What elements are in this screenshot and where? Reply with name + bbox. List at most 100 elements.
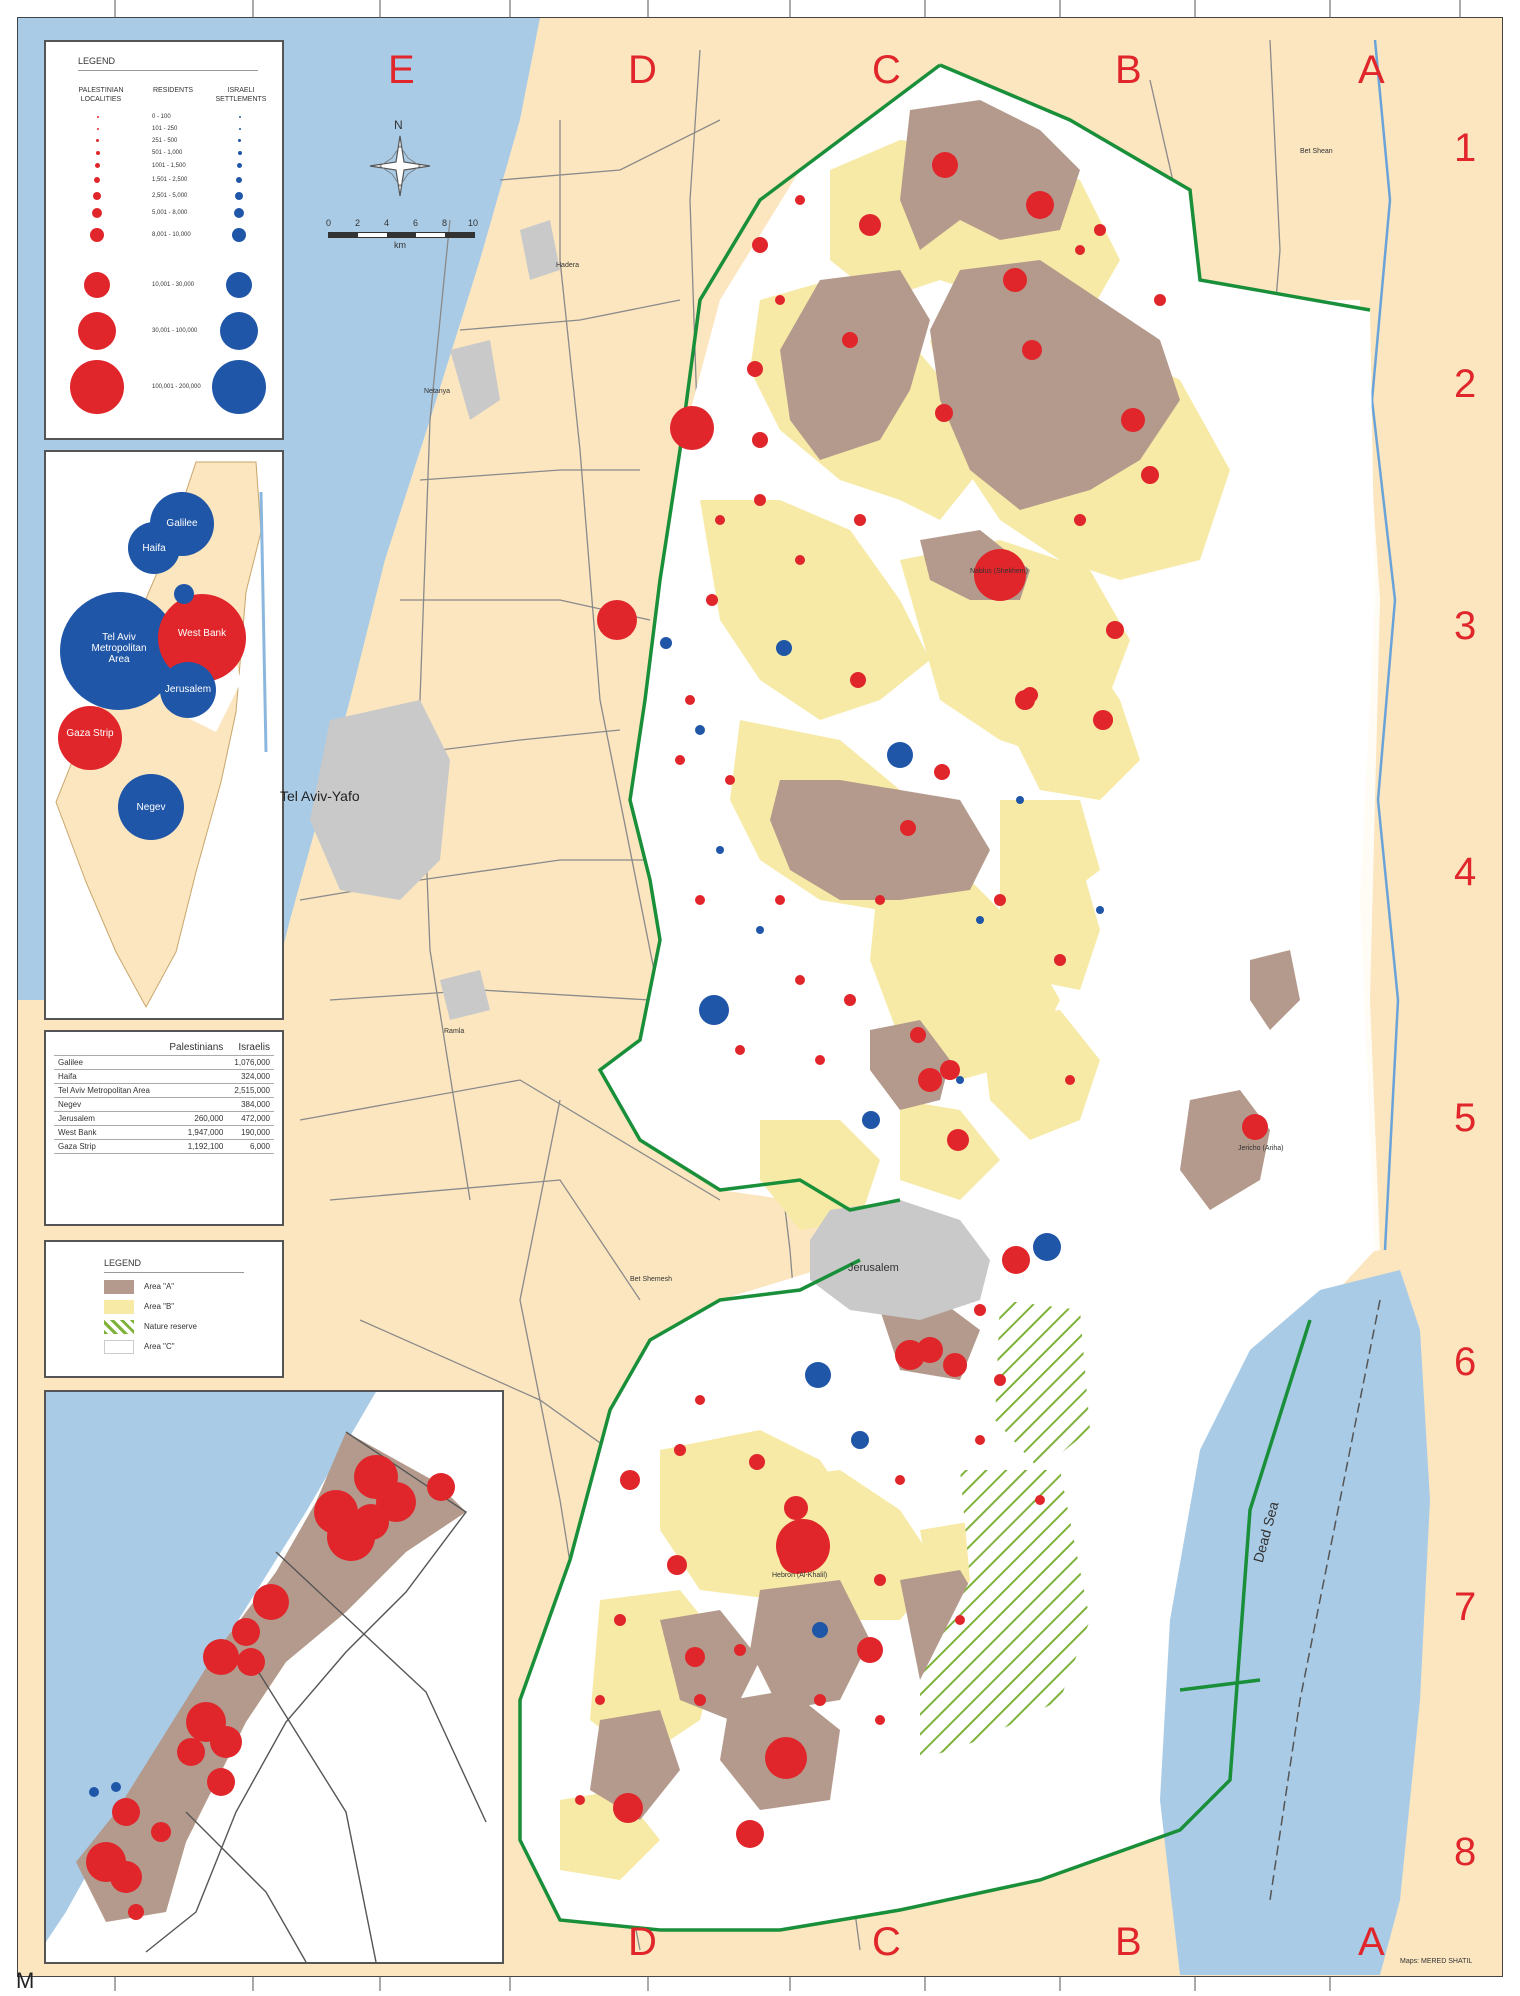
place-hadera: Hadera (556, 262, 579, 269)
overview-tel-aviv-dot (60, 592, 178, 710)
legend-red-dot-3 (96, 139, 99, 142)
table-header-region (54, 1040, 161, 1056)
table-cell-region: Tel Aviv Metropolitan Area (54, 1083, 161, 1098)
grid-number-7: 7 (1454, 1585, 1477, 1629)
legend-blue-dot-3 (238, 139, 241, 142)
legend-red-dot-12 (70, 360, 124, 414)
table-cell-region: Negev (54, 1097, 161, 1112)
table-cell-region: Galilee (54, 1055, 161, 1070)
legend-row-10: 10,001 - 30,000 (152, 282, 195, 288)
grid-letter-a-bottom: A (1358, 1920, 1385, 1964)
table-cell-israelis: 1,076,000 (227, 1055, 274, 1070)
legend-row-12: 100,001 - 200,000 (152, 384, 201, 390)
nature-reserve-swatch (104, 1320, 134, 1334)
gaza-inset-map (46, 1392, 502, 1962)
overview-gaza-dot (58, 706, 122, 770)
legend-red-dot-6 (94, 177, 100, 183)
overview-haifa-label: Haifa (142, 543, 166, 554)
grid-number-6: 6 (1454, 1340, 1477, 1384)
legend-red-dot-8 (92, 208, 102, 218)
legend-row-11: 30,001 - 100,000 (152, 328, 198, 334)
legend-blue-dot-1 (239, 116, 241, 118)
population-legend: LEGEND PALESTINIAN LOCALITIES RESIDENTS … (44, 40, 284, 440)
table-cell-palestinians (160, 1097, 228, 1112)
legend-blue-dot-5 (237, 163, 242, 168)
palestinian-localities (575, 152, 1268, 1848)
place-tel-aviv: Tel Aviv-Yafo (280, 788, 360, 804)
frame-ticks (114, 0, 1461, 1991)
table-cell-region: West Bank (54, 1125, 161, 1140)
overview-jerusalem-label: Jerusalem (164, 684, 212, 695)
table-header-row: Palestinians Israelis (54, 1040, 274, 1056)
grid-letter-c-top: C (872, 48, 901, 92)
legend-row-5: 1001 - 1,500 (152, 163, 186, 169)
legend-blue-dot-11 (220, 312, 258, 350)
overview-negev-dot (118, 774, 184, 840)
legend-blue-dot-10 (226, 272, 252, 298)
grid-number-1: 1 (1454, 126, 1477, 170)
table-row: Negev 384,000 (54, 1097, 274, 1112)
legend-blue-dot-6 (236, 177, 242, 183)
place-jerusalem: Jerusalem (848, 1262, 899, 1274)
area-a-patches (590, 100, 1300, 1820)
area-c-swatch (104, 1340, 134, 1354)
place-bet-shemesh: Bet Shemesh (630, 1276, 673, 1283)
nature-reserve-label: Nature reserve (144, 1322, 197, 1331)
compass-rose: N (368, 118, 432, 198)
scale-tick-2: 2 (355, 218, 361, 228)
overview-galilee-label: Galilee (166, 518, 198, 529)
legend-row-1: 0 - 100 (152, 114, 171, 120)
ramla-urban-area (440, 970, 490, 1020)
legend-blue-dot-7 (235, 192, 243, 200)
jerusalem-urban-area (810, 1200, 990, 1320)
table-cell-israelis: 190,000 (227, 1125, 274, 1140)
table-cell-palestinians: 1,192,100 (160, 1139, 228, 1154)
legend-row-3: 251 - 500 (152, 138, 178, 144)
table-cell-israelis: 324,000 (227, 1069, 274, 1084)
legend-row-4: 501 - 1,000 (152, 150, 183, 156)
legend-red-dot-10 (84, 272, 110, 298)
population-table: Palestinians Israelis Galilee 1,076,000 H… (54, 1040, 274, 1154)
grid-number-5: 5 (1454, 1096, 1477, 1140)
compass-north-label: N (394, 118, 403, 132)
green-line-border (518, 63, 1371, 1932)
table-cell-region: Haifa (54, 1069, 161, 1084)
grid-letter-e-top: E (388, 48, 415, 92)
legend-blue-dot-2 (239, 128, 241, 130)
hadera-urban-area (520, 220, 560, 280)
legend-blue-dot-4 (238, 151, 242, 155)
overview-jerusalem-dot (160, 662, 216, 718)
legend-col-palestinian: PALESTINIAN LOCALITIES (78, 87, 124, 103)
dead-sea (1160, 1270, 1430, 1975)
grid-letter-b-bottom: B (1115, 1920, 1142, 1964)
place-jericho: Jericho (Ariha) (1238, 1145, 1284, 1152)
area-legend: LEGEND Area "A" Area "B" Nature reserve … (44, 1240, 284, 1378)
area-legend-title: LEGEND (104, 1258, 142, 1268)
table-cell-palestinians (160, 1055, 228, 1070)
grid-number-2: 2 (1454, 362, 1477, 406)
table-cell-palestinians: 1,947,000 (160, 1125, 228, 1140)
grid-letter-d-bottom: D (628, 1920, 657, 1964)
place-hebron: Hebron (Al-Khalil) (772, 1572, 828, 1579)
place-netanya: Netanya (424, 388, 451, 395)
netanya-urban-area (450, 340, 500, 420)
legend-red-dot-4 (96, 151, 100, 155)
place-bet-shean: Bet Shean (1300, 148, 1333, 155)
scale-tick-10: 10 (468, 218, 479, 228)
table-header-palestinians: Palestinians (160, 1040, 228, 1056)
area-a-swatch (104, 1280, 134, 1294)
grid-number-8: 8 (1454, 1830, 1477, 1874)
grid-letter-d-top: D (628, 48, 657, 92)
table-row: Galilee 1,076,000 (54, 1055, 274, 1070)
table-cell-israelis: 384,000 (227, 1097, 274, 1112)
table-cell-palestinians: 260,000 (160, 1111, 228, 1126)
scale-tick-4: 4 (384, 218, 390, 228)
map-credit: Maps: MERED SHATIL (1400, 1958, 1473, 1965)
bottom-mark: M (16, 1968, 35, 1993)
legend-red-dot-2 (97, 128, 99, 130)
area-b-swatch (104, 1300, 134, 1314)
grid-letter-a-top: A (1358, 48, 1385, 92)
